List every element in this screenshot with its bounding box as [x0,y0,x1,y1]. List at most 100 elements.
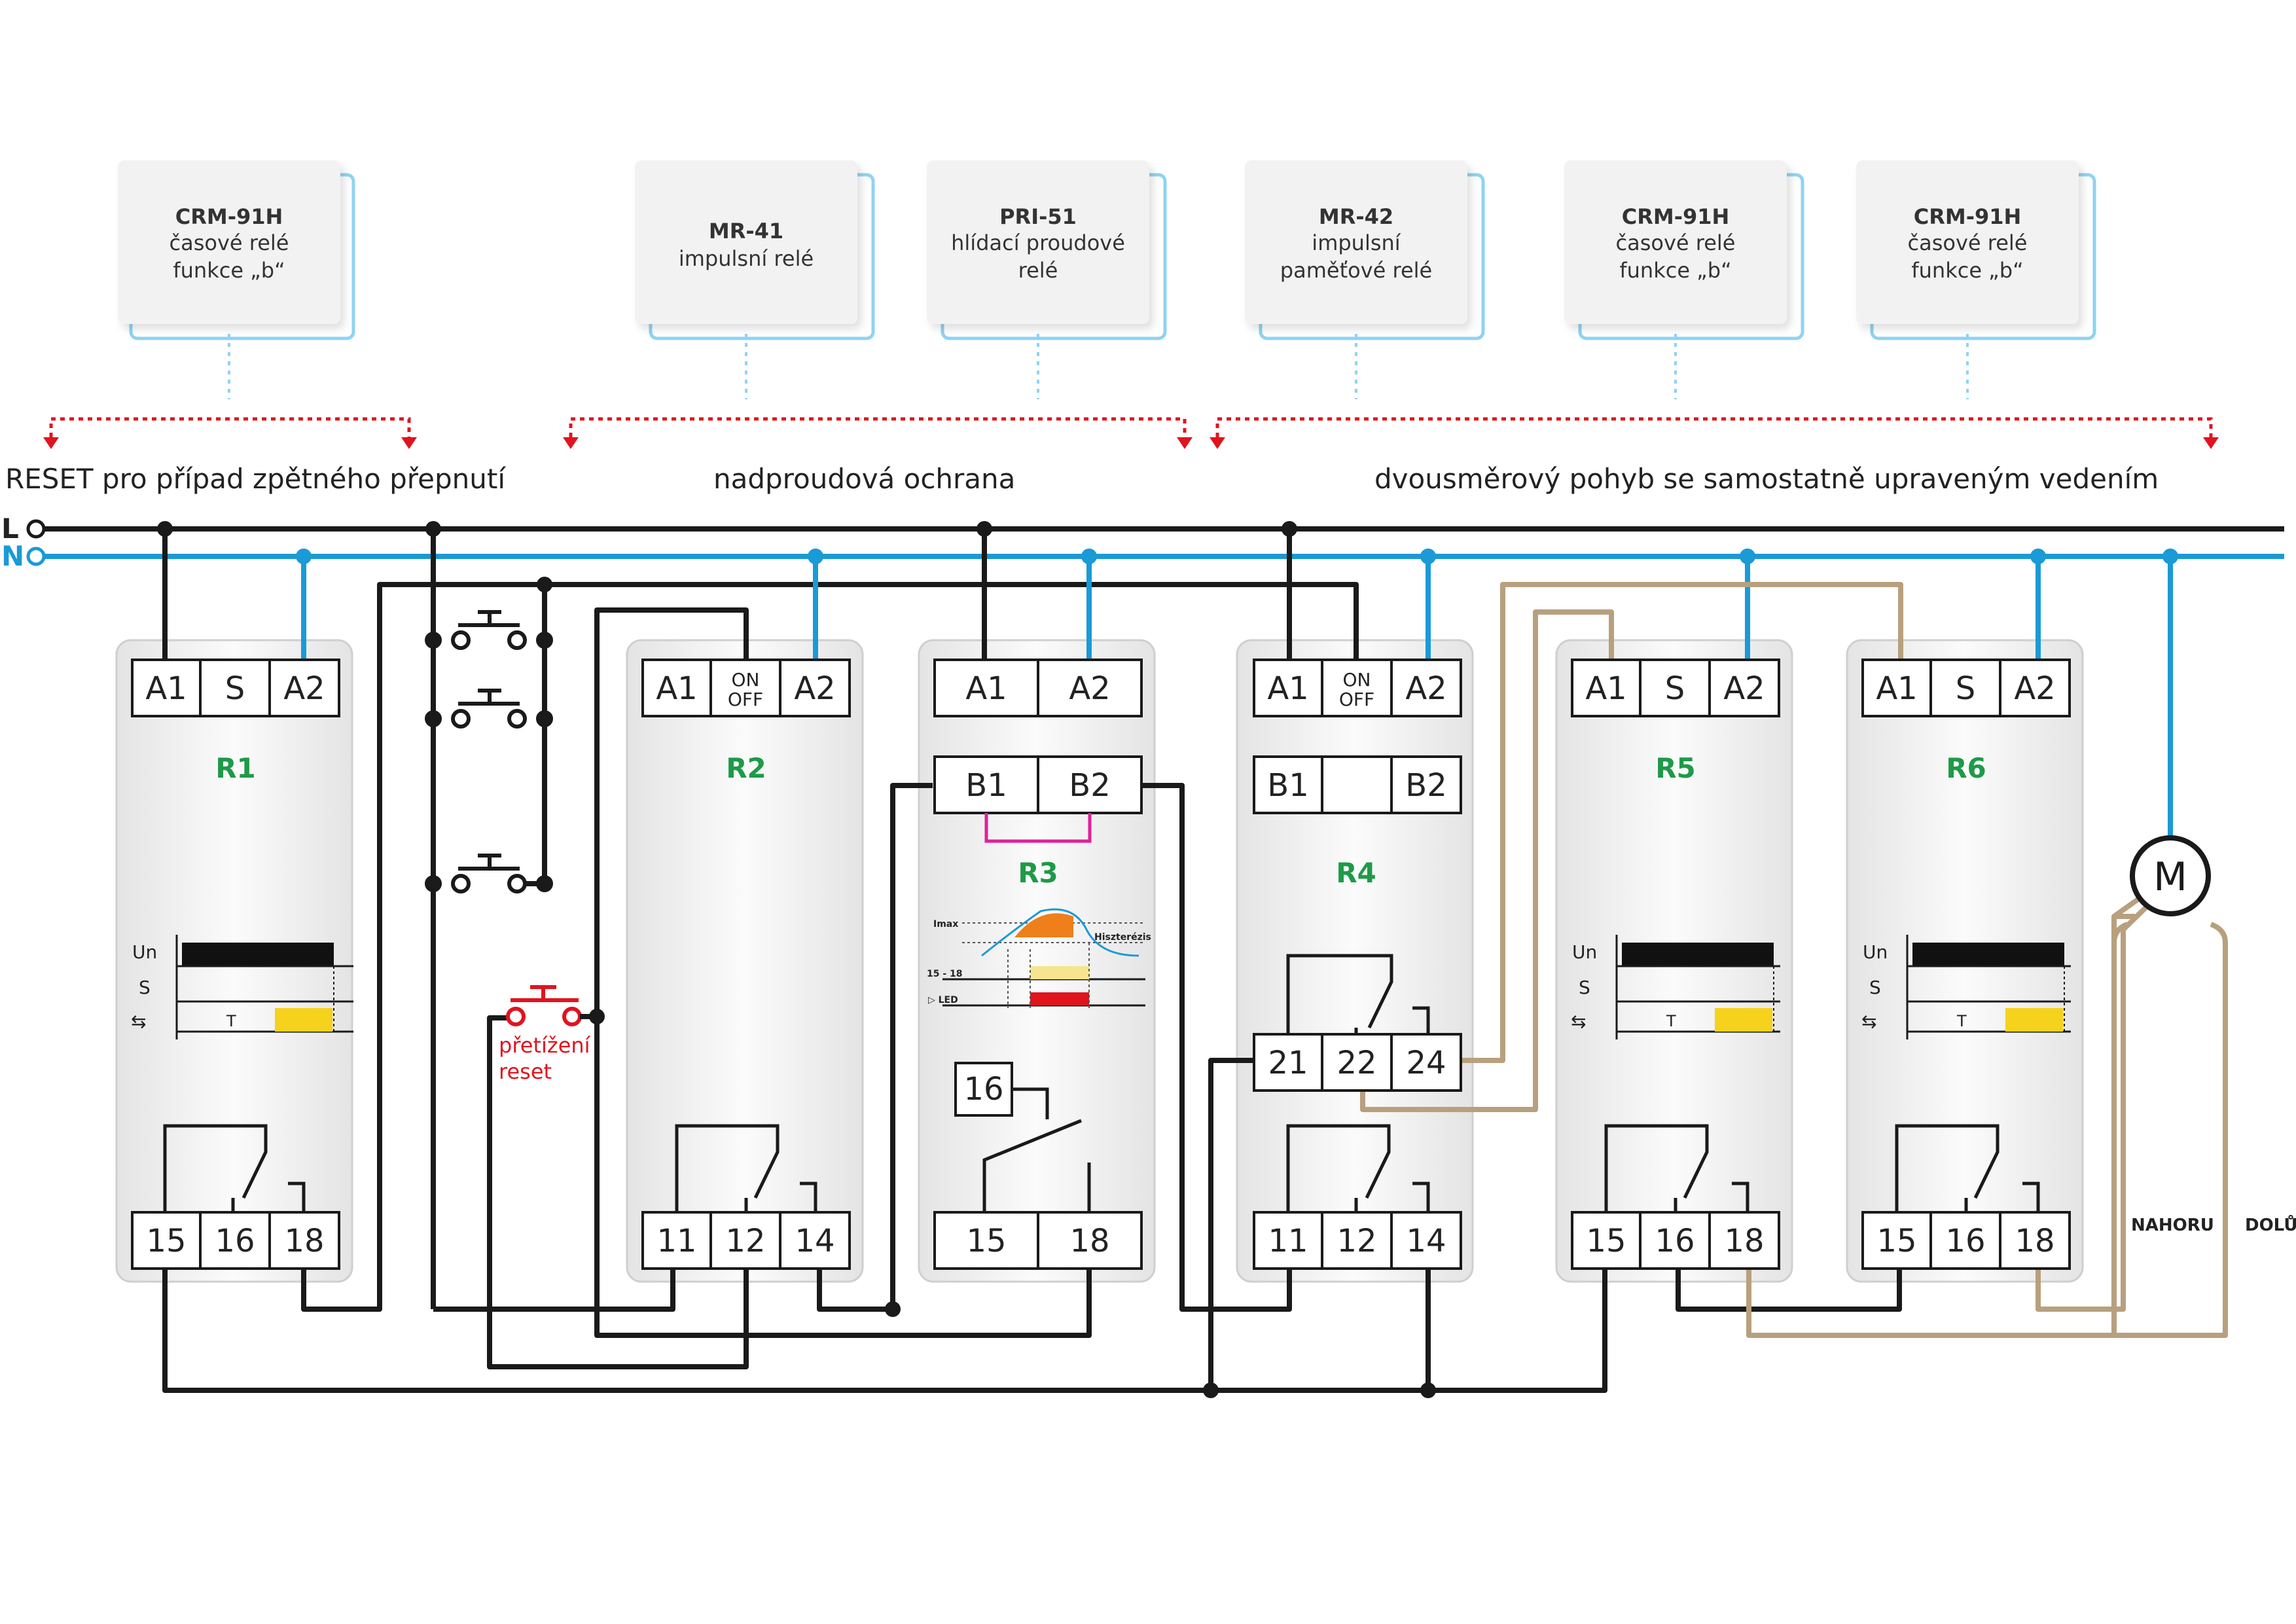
motor-up-label: NAHORU [2131,1216,2214,1235]
terminal-label: 15 [1876,1223,1916,1259]
terminal-label: 21 [1268,1045,1308,1081]
reset-label-1: přetížení [499,1033,591,1058]
junction-dots [157,521,1436,1398]
terminal-label: 18 [1724,1223,1764,1259]
terminal-label: A1 [1585,670,1626,707]
chart-t-label: T [1956,1012,1967,1030]
terminal-label: OFF [728,689,763,710]
wires-blue [301,556,2173,844]
chart-row-label: Un [1572,941,1597,963]
terminal-label: 18 [1069,1223,1109,1259]
terminal-label: B2 [1069,767,1110,804]
terminal-label: 14 [1406,1223,1446,1259]
card-r3: PRI-51 hlídací proudové relé [927,160,1167,340]
wires-tan [1360,582,2228,1338]
terminal-label: 12 [1336,1223,1376,1259]
terminal-label: B1 [965,767,1007,804]
chart-label: Hiszterézis [1094,932,1151,943]
bridge-wire [984,813,1092,843]
section-label-bidirectional: dvousměrový pohyb se samostatně upravený… [1374,463,2159,495]
chart-label: Imax [933,919,958,929]
terminal-label: S [225,670,245,707]
card-title: MR-41 [709,219,783,244]
terminal-label: 18 [2015,1223,2054,1259]
card-line: časové relé [1908,230,2028,255]
section-label-overcurrent: nadproudová ochrana [713,463,1015,495]
terminal-label: 11 [656,1223,696,1259]
junction-dots-blue [296,549,2178,564]
chart-row-label: S [139,977,151,998]
card-line: hlídací proudové [951,230,1125,255]
chart-label: 15 - 18 [927,969,963,979]
relay-r2: A1 ON OFF A2 R2 11 12 14 [641,659,851,1270]
relay-name: R3 [1018,857,1058,889]
relay-name: R6 [1946,752,1986,784]
card-line: relé [1018,258,1058,283]
relay-r4: A1 ON OFF A2 B1 B2 R4 21 22 24 11 12 14 [1253,659,1462,1270]
pushbutton-stack[interactable] [425,610,553,893]
terminal-label: 18 [284,1223,324,1259]
motor-icon [2130,835,2211,916]
terminal-label: A2 [1723,670,1765,707]
chart-row-label: S [1579,977,1590,998]
card-line: funkce „b“ [1619,258,1731,283]
arrow-heads [43,437,2219,449]
relay-name: R1 [215,752,256,784]
relay-r3: A1 A2 B1 B2 R3 Imax Hiszterézis 15 - 18 … [927,659,1151,1270]
terminal-label: A1 [1876,670,1917,707]
coil-symbol-icon: ⇆ [131,1011,146,1032]
chart-label: ▷ LED [928,995,958,1005]
terminal-label: A2 [283,670,325,707]
relay-housings [115,639,2084,1283]
terminal-label: 15 [146,1223,186,1259]
motor-down-label: DOLŮ [2245,1214,2296,1235]
relay-name: R4 [1336,857,1376,889]
terminal-label: A2 [794,670,835,707]
terminal-label: A2 [1405,670,1446,707]
terminal-label: S [1665,670,1685,707]
chart-row-label: Un [1863,941,1888,963]
card-title: PRI-51 [999,204,1077,229]
terminal-label: A1 [656,670,697,707]
terminal-label: A1 [1267,670,1308,707]
terminal-label: 14 [795,1223,834,1259]
wires-black [162,529,1902,1393]
terminal-label: ON [1343,669,1371,691]
card-title: MR-42 [1319,204,1393,229]
terminal-label: 16 [963,1071,1003,1108]
line-N-label: N [1,540,24,572]
terminal-label: 16 [215,1223,255,1259]
card-line: časové relé [170,230,289,255]
terminal-label: 15 [966,1223,1006,1259]
card-r6: CRM-91H časové relé funkce „b“ [1856,160,2096,340]
reset-label-2: reset [499,1059,552,1084]
section-arrows [49,417,2213,437]
relay-r1: A1 S A2 R1 Un S T ⇆ 15 16 18 [131,659,353,1270]
card-line: impulsní relé [679,246,814,271]
terminal-label: A2 [2014,670,2055,707]
card-connectors [228,334,1969,399]
motor-label: M [2153,854,2187,900]
reset-button[interactable]: přetížení reset [490,985,597,1084]
terminal-label: 22 [1336,1045,1376,1081]
card-line: paměťové relé [1280,258,1432,283]
terminal-label: A1 [145,670,187,707]
section-label-reset: RESET pro případ zpětného přepnutí [5,463,506,495]
chart-row-label: S [1869,977,1881,998]
terminal-label: 15 [1586,1223,1626,1259]
terminal-label: B2 [1405,767,1446,804]
card-r2: MR-41 impulsní relé [635,160,875,340]
relay-name: R5 [1655,752,1696,784]
card-title: CRM-91H [175,204,283,229]
terminal-label: 16 [1655,1223,1695,1259]
terminal-label: OFF [1339,689,1374,710]
timer-chart: Un S T ⇆ [1571,935,1780,1039]
terminal-label: 12 [725,1223,765,1259]
card-line: funkce „b“ [1911,258,2023,283]
terminal-label: S [1956,670,1975,707]
card-title: CRM-91H [1914,204,2022,229]
contact-symbol [163,1124,268,1218]
chart-row-label: Un [132,941,157,963]
terminal-label: A2 [1069,670,1110,707]
